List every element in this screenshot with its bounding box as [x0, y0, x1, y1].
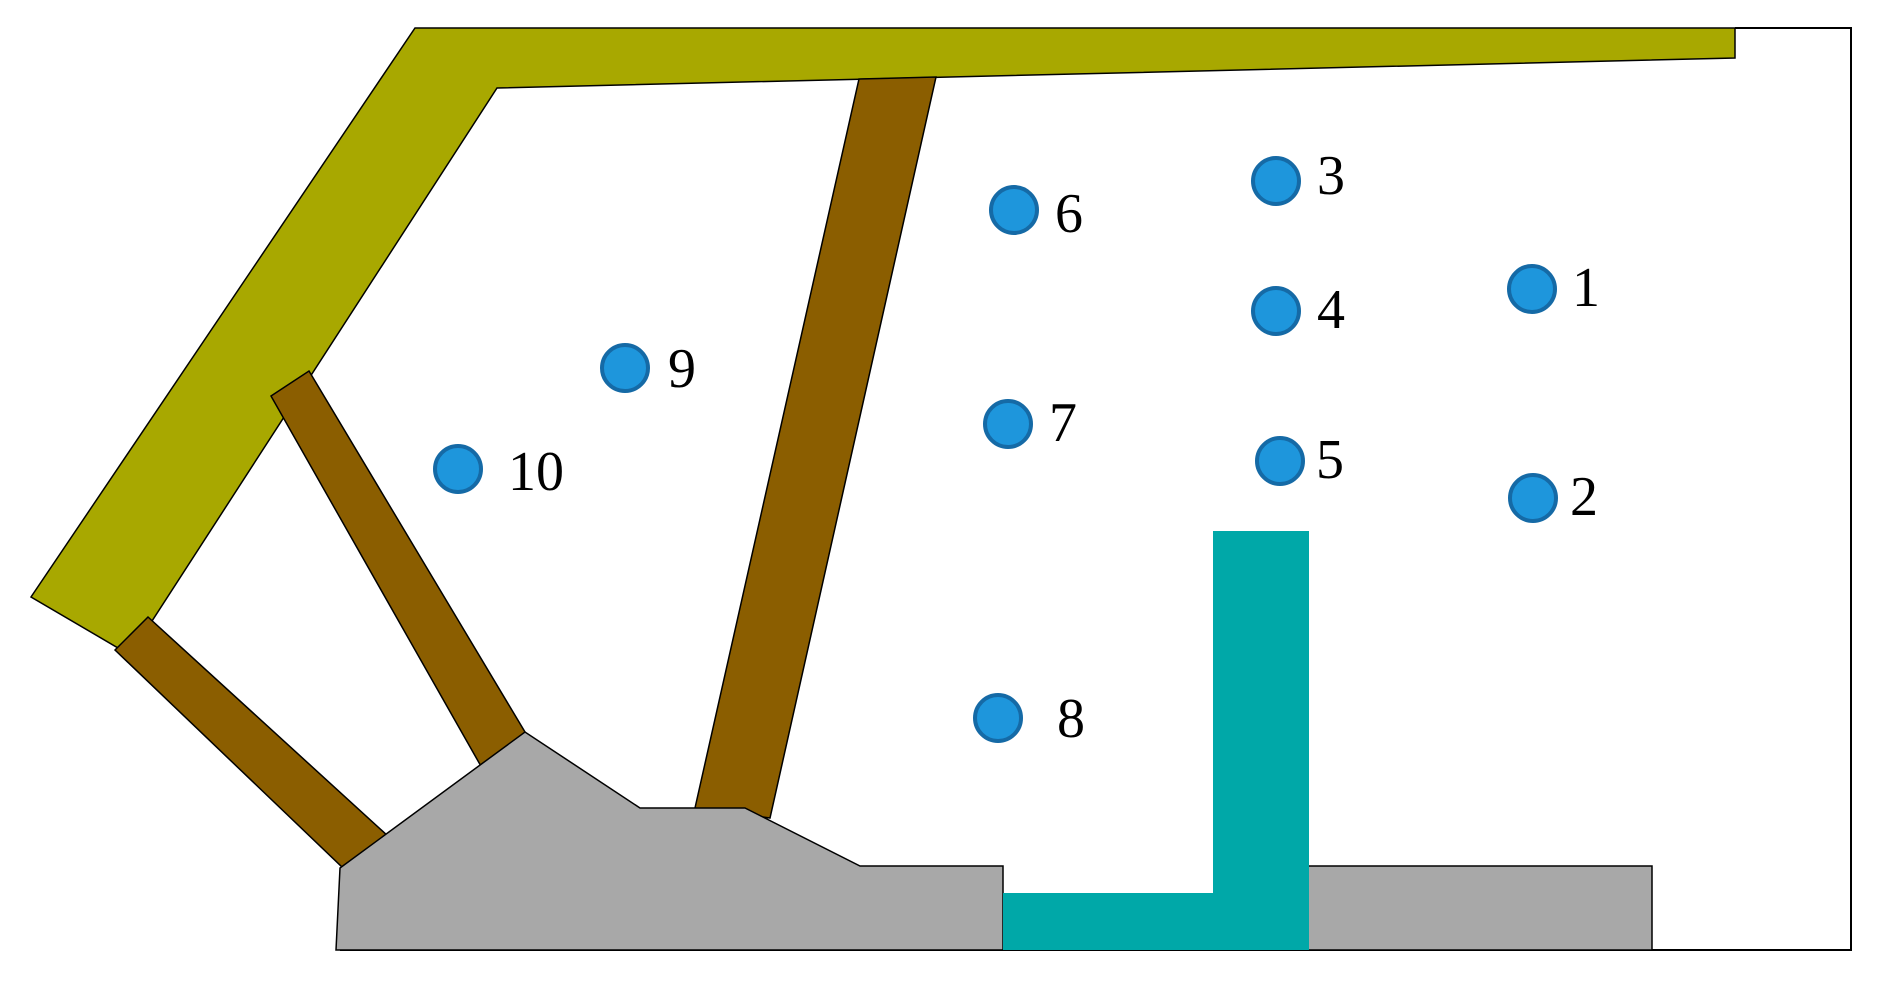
point-8: 8: [973, 688, 1085, 750]
point-marker: [973, 693, 1023, 743]
teal-structure: [1003, 531, 1309, 950]
point-label: 5: [1316, 429, 1344, 491]
point-label: 9: [668, 338, 696, 400]
point-label: 6: [1055, 183, 1083, 245]
gray-base-left: [335, 731, 1004, 951]
point-marker: [1255, 436, 1305, 486]
gray-base-right: [1307, 865, 1653, 951]
point-marker: [433, 444, 483, 494]
point-label: 10: [508, 441, 564, 503]
point-marker: [989, 185, 1039, 235]
point-marker: [1507, 264, 1557, 314]
point-label: 4: [1317, 279, 1345, 341]
point-6: 6: [989, 183, 1083, 245]
point-marker: [1251, 156, 1301, 206]
olive-arm: [29, 27, 1736, 657]
point-7: 7: [983, 392, 1077, 454]
point-marker: [983, 399, 1033, 449]
point-label: 8: [1057, 688, 1085, 750]
point-4: 4: [1251, 279, 1345, 341]
point-3: 3: [1251, 145, 1345, 207]
brown-strut-left: [113, 615, 391, 868]
point-label: 3: [1317, 145, 1345, 207]
point-5: 5: [1255, 429, 1344, 491]
point-marker: [1508, 473, 1558, 523]
point-marker: [1251, 286, 1301, 336]
point-label: 2: [1570, 466, 1598, 528]
brown-strut-middle: [270, 369, 526, 770]
brown-strut-right: [694, 76, 937, 819]
point-2: 2: [1508, 466, 1598, 528]
point-10: 10: [433, 441, 564, 503]
point-label: 1: [1572, 257, 1600, 319]
points-layer: 1 2 3 4 5 6 7 8: [433, 145, 1600, 750]
point-9: 9: [600, 338, 696, 400]
point-1: 1: [1507, 257, 1600, 319]
point-marker: [600, 343, 650, 393]
point-label: 7: [1049, 392, 1077, 454]
